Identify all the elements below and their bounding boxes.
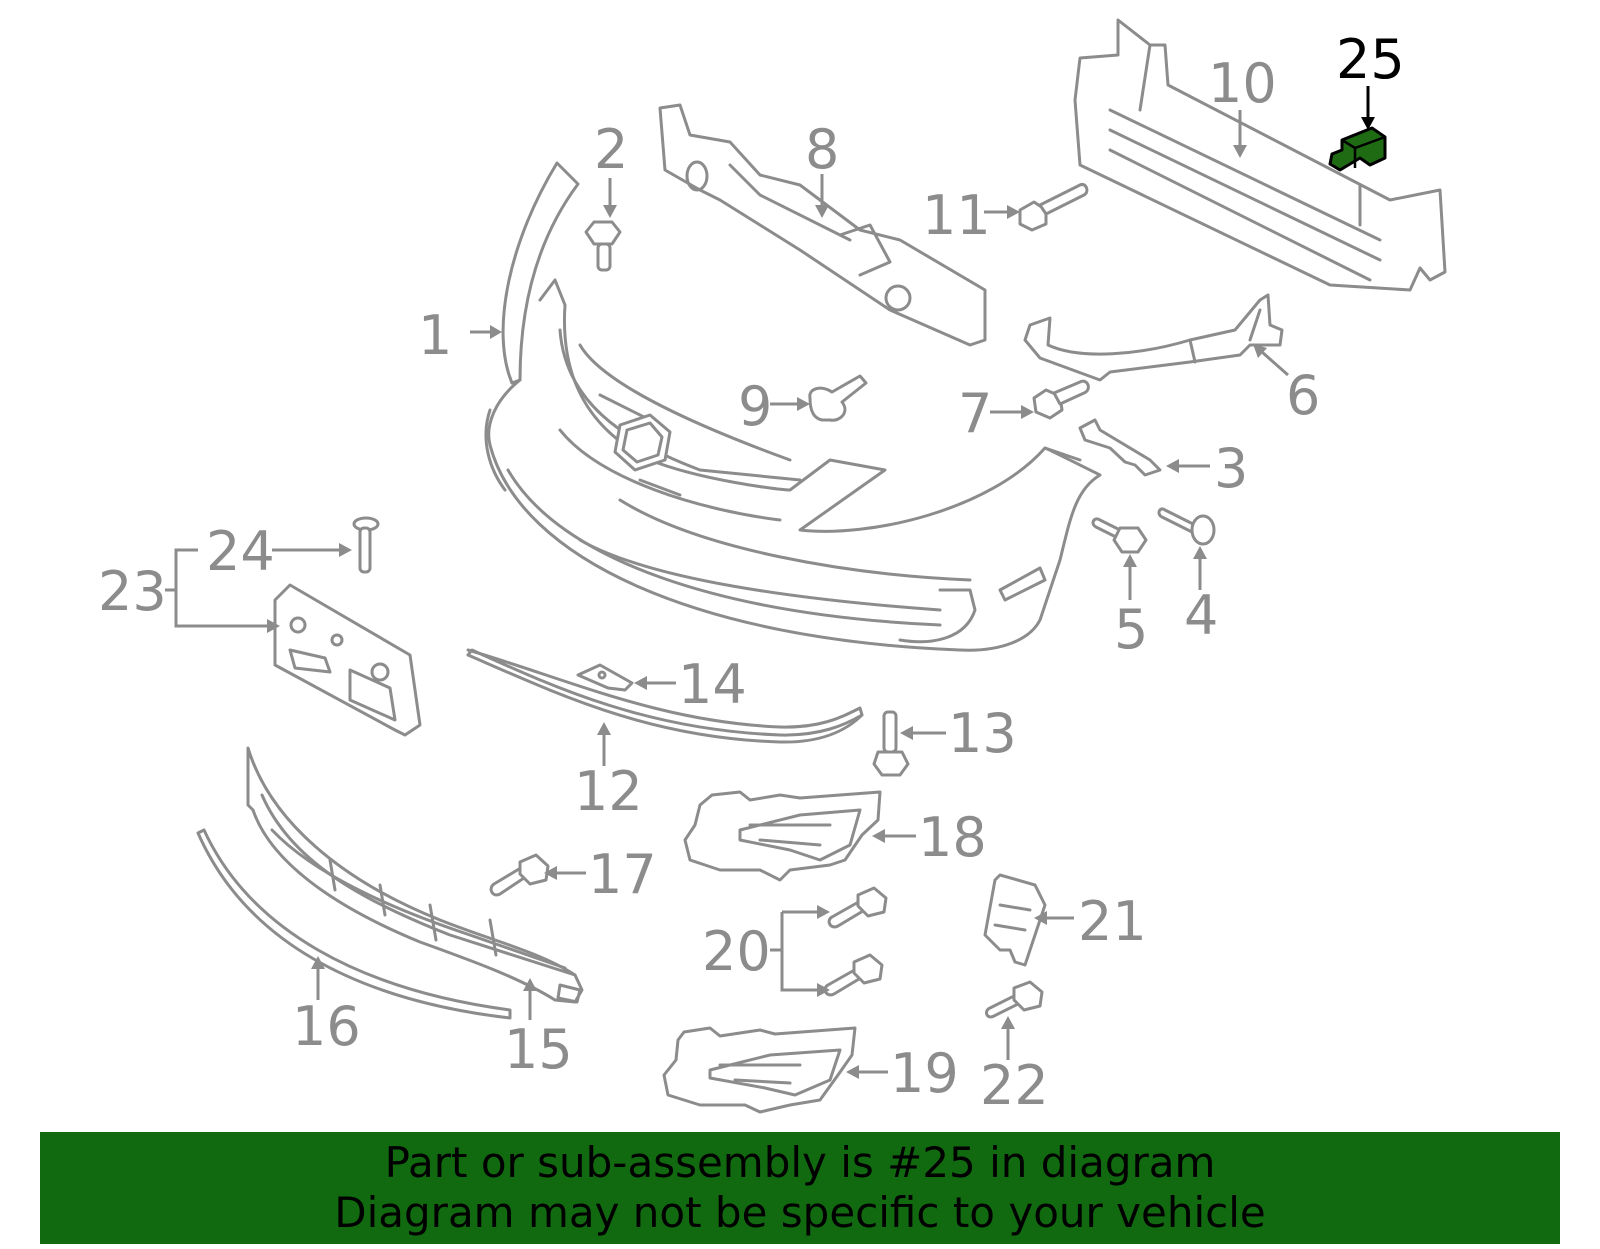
part-2-bolt — [584, 220, 622, 272]
part-22-bolt — [985, 980, 1044, 1019]
part-25-clip-highlighted — [1328, 126, 1387, 172]
info-banner: Part or sub-assembly is #25 in diagram D… — [40, 1132, 1560, 1244]
callout-18: 18 — [918, 806, 987, 869]
part-20-bolts — [823, 886, 888, 997]
part-14-clip — [576, 663, 634, 692]
part-19-fog-bezel — [662, 1026, 857, 1114]
callout-25-highlighted: 25 — [1336, 28, 1405, 91]
callout-23: 23 — [98, 560, 167, 623]
part-4-push-pin — [1157, 507, 1216, 546]
part-1-bumper-cover — [484, 161, 1102, 652]
callout-5: 5 — [1114, 598, 1148, 661]
callout-24: 24 — [206, 520, 275, 583]
callout-7: 7 — [958, 382, 992, 445]
banner-line-1: Part or sub-assembly is #25 in diagram — [384, 1138, 1216, 1187]
part-13-bolt — [872, 710, 910, 777]
part-5-bolt — [1091, 517, 1148, 554]
callout-13: 13 — [948, 702, 1017, 765]
callout-11: 11 — [922, 184, 991, 247]
part-17-bolt — [489, 853, 550, 897]
part-3-small-bracket — [1078, 418, 1162, 477]
callout-labels: 1 2 3 4 5 6 7 8 9 10 11 12 13 14 15 16 1… — [98, 28, 1405, 1117]
part-9-push-pin — [808, 374, 868, 422]
callout-9: 9 — [738, 375, 772, 438]
callout-8: 8 — [805, 118, 839, 181]
callout-12: 12 — [574, 760, 643, 823]
part-10-reinforcement — [1073, 18, 1447, 292]
part-21-bracket — [983, 873, 1047, 967]
callout-10: 10 — [1208, 52, 1277, 115]
part-8-upper-bracket — [658, 103, 987, 347]
callout-20: 20 — [702, 920, 771, 983]
parts-diagram: 1 2 3 4 5 6 7 8 9 10 11 12 13 14 15 16 1… — [98, 18, 1447, 1117]
banner-line-2: Diagram may not be specific to your vehi… — [334, 1188, 1266, 1237]
callout-2: 2 — [594, 118, 628, 181]
callout-17: 17 — [588, 843, 657, 906]
part-12-molding-strip — [466, 648, 864, 744]
leader-lines — [165, 86, 1375, 1079]
part-16-lower-strip — [196, 828, 512, 1020]
callout-14: 14 — [678, 653, 747, 716]
part-15-lower-grille — [246, 746, 584, 1004]
callout-3: 3 — [1214, 437, 1248, 500]
callout-19: 19 — [890, 1042, 959, 1105]
callout-16: 16 — [292, 995, 361, 1058]
callout-1: 1 — [418, 304, 452, 367]
part-18-fog-bezel — [683, 790, 882, 882]
part-6-side-bracket — [1023, 293, 1284, 382]
callout-21: 21 — [1078, 890, 1147, 953]
callout-6: 6 — [1286, 364, 1320, 427]
callout-4: 4 — [1184, 584, 1218, 647]
part-11-bolt — [1018, 182, 1089, 232]
part-24-stud — [352, 516, 380, 574]
part-23-license-bracket — [273, 583, 422, 737]
callout-22: 22 — [980, 1054, 1049, 1117]
callout-15: 15 — [504, 1018, 573, 1081]
part-7-bolt — [1032, 379, 1090, 420]
